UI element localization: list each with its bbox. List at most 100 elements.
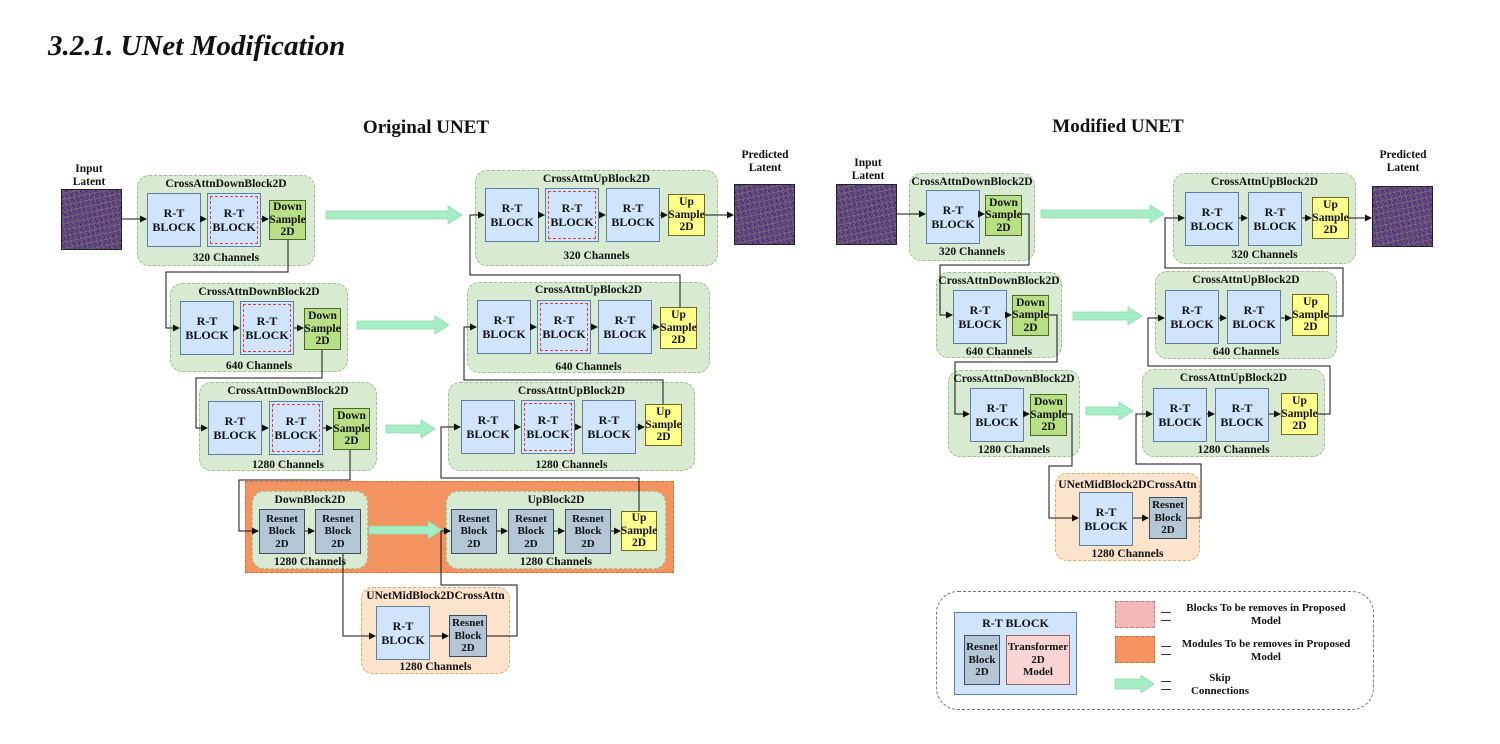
mod-up3-title: CrossAttnUpBlock2D: [1179, 372, 1288, 384]
original-unet-title: Original UNET: [362, 117, 490, 138]
mod-up1-upsample: Up Sample 2D: [1312, 197, 1349, 239]
orig-up4-channels: 1280 Channels: [520, 556, 592, 568]
orig-up4-title: UpBlock2D: [527, 494, 585, 506]
orig-predicted-latent-label: Predicted Latent: [741, 149, 789, 174]
mod-predicted-latent-image: [1372, 186, 1433, 247]
mod-mid-channels: 1280 Channels: [1091, 548, 1164, 560]
legend-removed-module-text: Modules To be removes in Proposed Model: [1181, 638, 1351, 663]
orig-up4-resnet-2: Resnet Block 2D: [508, 509, 554, 554]
mod-up3-channels: 1280 Channels: [1197, 444, 1270, 456]
orig-up1-rt-block-2: R-T BLOCK: [545, 188, 599, 242]
orig-down3-title: CrossAttnDownBlock2D: [227, 385, 349, 397]
mod-down3-title: CrossAttnDownBlock2D: [953, 373, 1075, 385]
skip-arrow: [325, 205, 463, 225]
mod-up3-upsample: Up Sample 2D: [1281, 393, 1318, 435]
mod-down2-downsample: Down Sample 2D: [1012, 295, 1049, 336]
orig-down2-rt-block-2: R-T BLOCK: [240, 301, 294, 355]
orig-up1-title: CrossAttnUpBlock2D: [542, 173, 651, 185]
section-heading: 3.2.1. UNet Modification: [48, 30, 346, 62]
orig-mid-channels: 1280 Channels: [399, 661, 472, 673]
mod-down1-title: CrossAttnDownBlock2D: [911, 176, 1033, 188]
legend-dash: [1161, 689, 1171, 690]
mod-mid-title: UNetMidBlock2DCrossAttn: [1058, 479, 1197, 491]
orig-up2-channels: 640 Channels: [555, 361, 622, 373]
orig-up4-upsample: Up Sample 2D: [620, 511, 658, 551]
mod-up1-rt-block-1: R-T BLOCK: [1185, 192, 1239, 246]
orig-down1-downsample: Down Sample 2D: [269, 200, 306, 240]
orig-up3-channels: 1280 Channels: [535, 459, 608, 471]
orig-up2-rt-block-3: R-T BLOCK: [598, 300, 652, 354]
mod-down2-channels: 640 Channels: [965, 346, 1033, 358]
legend-dash: [1161, 646, 1171, 647]
orig-input-latent-image: [61, 189, 122, 250]
mod-down3-downsample: Down Sample 2D: [1030, 394, 1067, 436]
skip-arrow: [385, 419, 436, 439]
orig-up3-upsample: Up Sample 2D: [645, 404, 682, 446]
orig-down3-rt-block-2: R-T BLOCK: [269, 401, 323, 455]
mod-down1-channels: 320 Channels: [938, 246, 1006, 258]
legend-transformer-block: Transformer 2D Model: [1006, 635, 1070, 685]
mod-down1-rt-block: R-T BLOCK: [926, 190, 980, 244]
skip-arrow: [1085, 401, 1134, 421]
mod-up3-rt-block-2: R-T BLOCK: [1215, 388, 1269, 442]
mod-down1-downsample: Down Sample 2D: [985, 195, 1022, 236]
mod-up1-rt-block-2: R-T BLOCK: [1248, 192, 1302, 246]
orig-down4-resnet-1: Resnet Block 2D: [259, 509, 305, 554]
orig-down4-channels: 1280 Channels: [274, 556, 346, 568]
mod-up2-rt-block-1: R-T BLOCK: [1165, 290, 1219, 344]
mod-predicted-latent-label: Predicted Latent: [1379, 149, 1427, 174]
legend-resnet-block: Resnet Block 2D: [964, 635, 1000, 685]
legend-removed-block-swatch: [1115, 601, 1155, 628]
legend-dash: [1161, 620, 1171, 621]
mod-up2-title: CrossAttnUpBlock2D: [1192, 274, 1300, 286]
mod-up2-channels: 640 Channels: [1212, 346, 1280, 358]
mod-input-latent-image: [836, 184, 897, 245]
skip-arrow: [1040, 204, 1165, 224]
orig-mid-title: UNetMidBlock2DCrossAttn: [366, 590, 505, 602]
mod-up1-channels: 320 Channels: [1231, 249, 1298, 261]
orig-down3-downsample: Down Sample 2D: [333, 408, 370, 450]
mod-mid-resnet: Resnet Block 2D: [1149, 497, 1187, 539]
orig-down1-rt-block-2: R-T BLOCK: [207, 193, 261, 247]
legend-skip-text: Skip Connections: [1190, 672, 1250, 697]
orig-input-latent-label: Input Latent: [72, 163, 106, 188]
orig-predicted-latent-image: [734, 184, 795, 245]
orig-down2-channels: 640 Channels: [225, 360, 293, 372]
orig-up2-title: CrossAttnUpBlock2D: [534, 284, 643, 296]
mod-up2-upsample: Up Sample 2D: [1292, 294, 1329, 336]
mod-mid-rt-block: R-T BLOCK: [1079, 492, 1133, 546]
modified-unet-title: Modified UNET: [1052, 116, 1184, 137]
orig-up2-rt-block-2: R-T BLOCK: [537, 300, 591, 354]
orig-up2-upsample: Up Sample 2D: [660, 307, 697, 349]
mod-up1-title: CrossAttnUpBlock2D: [1210, 176, 1319, 188]
orig-down4-resnet-2: Resnet Block 2D: [315, 509, 361, 554]
mod-input-latent-label: Input Latent: [851, 157, 885, 182]
orig-mid-resnet: Resnet Block 2D: [449, 615, 487, 657]
orig-down2-rt-block-1: R-T BLOCK: [180, 301, 234, 355]
orig-down1-channels: 320 Channels: [192, 252, 260, 264]
orig-down4-title: DownBlock2D: [274, 494, 346, 506]
mod-down2-title: CrossAttnDownBlock2D: [938, 275, 1060, 287]
orig-up3-title: CrossAttnUpBlock2D: [517, 385, 626, 397]
orig-up4-resnet-1: Resnet Block 2D: [451, 509, 497, 554]
orig-mid-rt-block: R-T BLOCK: [376, 606, 430, 660]
legend-dash: [1161, 612, 1171, 613]
orig-up2-rt-block-1: R-T BLOCK: [477, 300, 531, 354]
mod-up2-rt-block-2: R-T BLOCK: [1227, 290, 1281, 344]
orig-down1-rt-block-1: R-T BLOCK: [147, 193, 201, 247]
legend-dash: [1161, 681, 1171, 682]
legend-dash: [1161, 654, 1171, 655]
mod-down2-rt-block: R-T BLOCK: [953, 290, 1007, 344]
legend-removed-block-text: Blocks To be removes in Proposed Model: [1186, 602, 1346, 627]
skip-arrow: [1114, 674, 1155, 694]
orig-down1-title: CrossAttnDownBlock2D: [165, 178, 287, 190]
mod-up3-rt-block-1: R-T BLOCK: [1153, 388, 1207, 442]
orig-down2-downsample: Down Sample 2D: [304, 308, 341, 350]
orig-down3-channels: 1280 Channels: [252, 459, 324, 471]
orig-up3-rt-block-2: R-T BLOCK: [521, 400, 575, 454]
orig-up1-channels: 320 Channels: [563, 250, 630, 262]
skip-arrow: [1072, 306, 1143, 326]
skip-arrow: [368, 520, 443, 540]
legend-rt-block-title: R-T BLOCK: [982, 616, 1049, 630]
